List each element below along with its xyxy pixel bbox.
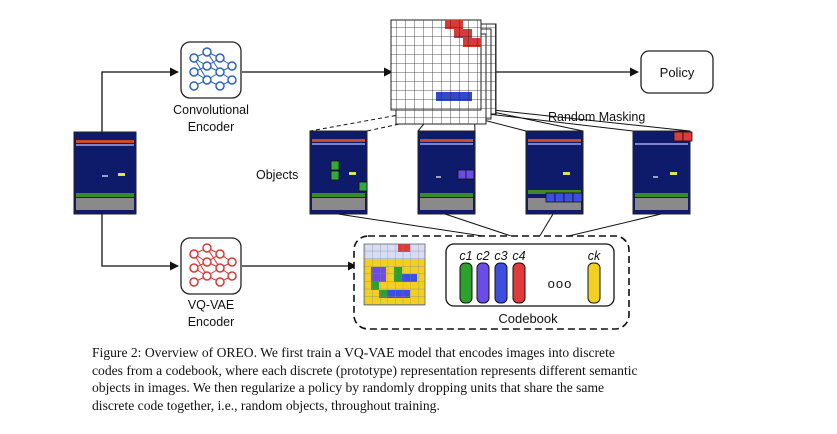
code-vector-2 <box>476 262 490 304</box>
codebook-container: c1 c2 c3 c4 ck ooo Codebook <box>353 235 630 330</box>
connections <box>101 67 639 271</box>
caption-line-3: objects in images. We then regularize a … <box>92 380 605 395</box>
code-vector-k <box>587 262 601 304</box>
vqvae-encoder: VQ-VAE Encoder <box>180 237 242 329</box>
feature-map-front <box>390 19 482 111</box>
policy-box: Policy <box>640 50 714 94</box>
code-label-3: c3 <box>494 249 507 263</box>
caption-line-2: codes from a codebook, where each discre… <box>92 362 638 378</box>
code-vector-3 <box>494 262 508 304</box>
code-label-1: c1 <box>459 249 472 263</box>
codebook-vectors: c1 c2 c3 c4 ck ooo <box>459 249 601 304</box>
caption-line-4: discrete code together, i.e., random obj… <box>92 397 440 413</box>
feature-map-stack <box>390 19 497 125</box>
quantized-code-map <box>363 243 426 306</box>
code-label-k: ck <box>588 249 601 263</box>
caption-line-1: Figure 2: Overview of OREO. We first tra… <box>92 345 615 360</box>
policy-label: Policy <box>660 65 695 80</box>
object-frame-4 <box>632 130 693 215</box>
codebook-label: Codebook <box>498 311 558 326</box>
object-frame-3 <box>525 130 584 215</box>
object-frame-1 <box>309 130 368 215</box>
input-game-frame <box>73 131 137 215</box>
conv-encoder-label-line2: Encoder <box>188 120 235 134</box>
vqvae-encoder-label-line2: Encoder <box>188 315 235 329</box>
convolutional-encoder: Convolutional Encoder <box>173 41 249 134</box>
figure-caption: Figure 2: Overview of OREO. We first tra… <box>92 344 732 414</box>
code-label-2: c2 <box>476 249 489 263</box>
object-frame-2 <box>417 130 476 215</box>
ellipsis-symbol: ooo <box>548 276 573 291</box>
vqvae-encoder-label-line1: VQ-VAE <box>188 298 234 312</box>
code-vector-1 <box>459 262 473 304</box>
conv-encoder-label-line1: Convolutional <box>173 103 249 117</box>
code-vector-4 <box>512 262 526 304</box>
code-label-4: c4 <box>512 249 525 263</box>
random-masking-label: Random Masking <box>548 110 645 124</box>
objects-label: Objects <box>256 168 298 182</box>
